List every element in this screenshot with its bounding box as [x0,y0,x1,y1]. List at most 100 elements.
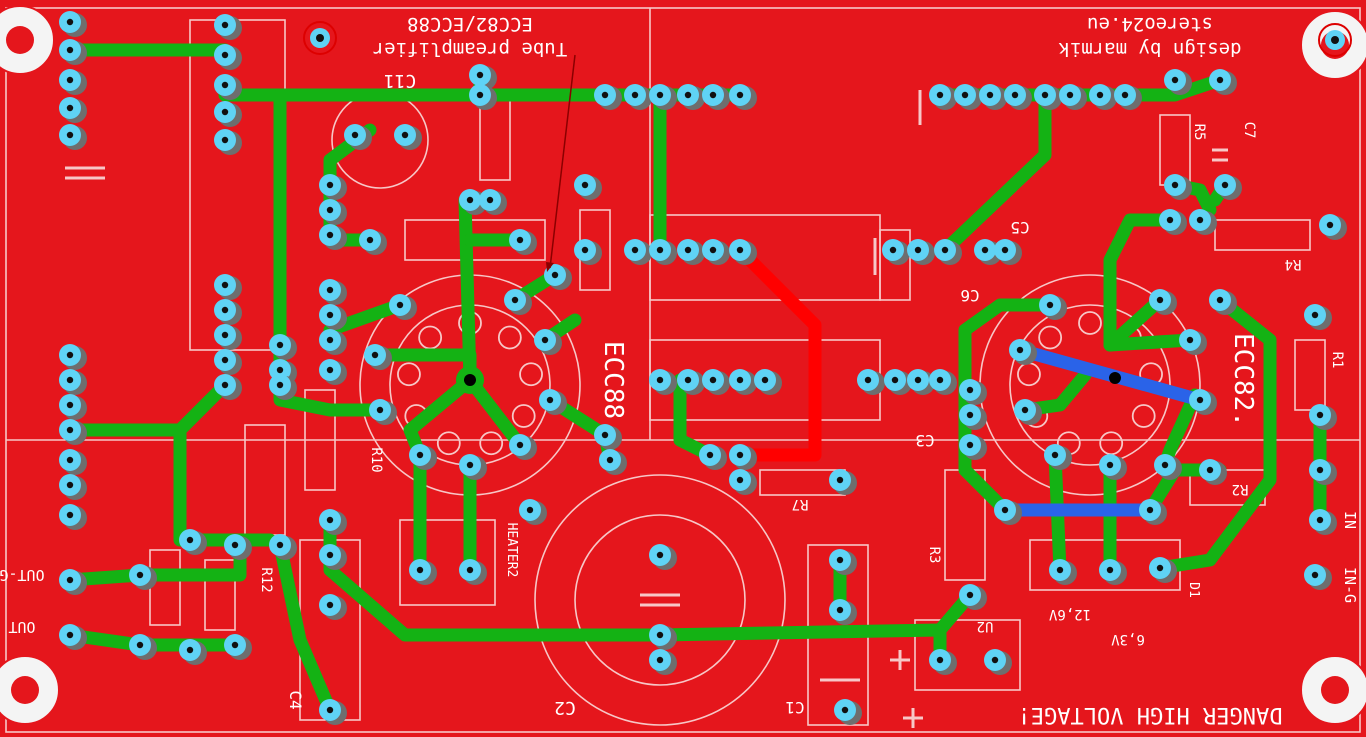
solder-pad [1189,389,1217,415]
solder-pad [702,239,730,265]
solder-pad [1304,564,1332,590]
solder-pad [1089,84,1117,110]
solder-pad [624,239,652,265]
solder-pad [59,344,87,370]
solder-pad [319,174,347,200]
label-c7: C7 [1241,122,1257,139]
solder-pad [1209,289,1237,315]
solder-pad [214,129,242,155]
mounting-hole [0,655,60,725]
socket-hole [1131,404,1156,428]
solder-pad [544,264,572,290]
connector-label-in-g: IN-G [1341,567,1359,603]
solder-pad [857,369,885,395]
voltage-label-6v: 6,3V [1111,631,1145,647]
silkscreen-text: ECC82/ECC88 Tube preamplifier stereo24.e… [0,13,1359,727]
solder-pad [959,404,987,430]
solder-pad [469,64,497,90]
solder-pad [599,449,627,475]
mounting-hole [1300,655,1366,725]
solder-pad [934,239,962,265]
label-u2: U2 [977,618,994,634]
solder-pad [624,84,652,110]
solder-pad [269,374,297,400]
solder-pad [907,369,935,395]
solder-pad [214,14,242,40]
solder-pad [479,189,507,215]
tube-centers [456,366,1121,394]
solder-pad [59,504,87,530]
label-r12: R12 [258,567,274,592]
solder-pad [59,474,87,500]
solder-pad [319,304,347,330]
solder-pad [1164,69,1192,95]
solder-pad [319,594,347,620]
socket-hole [418,325,443,350]
socket-hole [511,404,536,428]
socket-hole [1078,311,1102,335]
solder-pad [882,239,910,265]
solder-pad [979,84,1007,110]
solder-pad [1304,304,1332,330]
solder-pad [319,509,347,535]
solder-pad [959,434,987,460]
solder-pad [1009,339,1037,365]
solder-pad [364,344,392,370]
solder-pad [834,699,862,725]
solder-pad [1189,209,1217,235]
solder-pad [1199,459,1227,485]
solder-pad [677,239,705,265]
solder-pad [1149,289,1177,315]
solder-pad [179,529,207,555]
solder-pad [574,174,602,200]
solder-pad [994,499,1022,525]
annotation-arrow [546,54,576,272]
solder-pad [269,334,297,360]
label-r4: R4 [1285,256,1302,272]
solder-pad [319,224,347,250]
mounting-holes [0,5,1366,725]
label-c6: C6 [960,286,979,305]
solder-pad [907,239,935,265]
solder-pad [729,444,757,470]
solder-pad [214,44,242,70]
solder-pad [214,374,242,400]
solder-pad [729,469,757,495]
solder-pad [59,624,87,650]
mounting-hole [0,5,55,75]
solder-pad [884,369,912,395]
solder-pad [179,639,207,665]
solder-pad [649,544,677,570]
solder-pad [319,359,347,385]
heater-label: HEATER2 [504,523,519,578]
solder-pad [1114,84,1142,110]
solder-pad [594,424,622,450]
solder-pad [319,279,347,305]
solder-pad [1014,399,1042,425]
solder-pad [729,369,757,395]
label-r1: R1 [1329,352,1345,369]
solder-pad [389,294,417,320]
solder-pad [574,239,602,265]
socket-hole [497,325,522,350]
solder-pad [829,469,857,495]
solder-pad [1309,459,1337,485]
solder-pad [129,634,157,660]
solder-pad [469,84,497,110]
solder-pad [369,399,397,425]
solder-pad [649,649,677,675]
connector-label-in: IN [1341,511,1359,529]
connector-label-out: OUT [8,618,35,636]
solder-pad [59,11,87,37]
solder-pad [1159,209,1187,235]
solder-pad [954,84,982,110]
socket-hole [1038,325,1063,350]
solder-pad [509,229,537,255]
socket-hole [1017,362,1041,387]
solder-pad [319,329,347,355]
solder-pad [1309,404,1337,430]
solder-pad [1164,174,1192,200]
solder-pad [729,84,757,110]
credit-line-1: stereo24.eu [1087,13,1213,35]
